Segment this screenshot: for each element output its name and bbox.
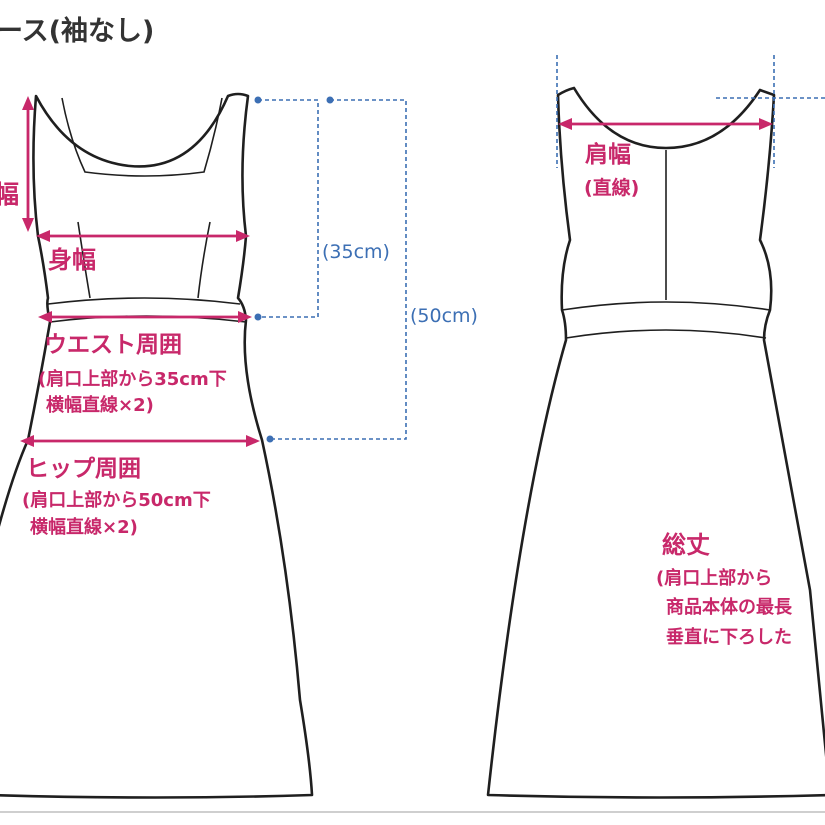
front-bodice-seam-left (77, 221, 91, 299)
back-waist-seam-bottom (565, 329, 767, 339)
front-waist-note-2: 横幅直線×2) (46, 394, 154, 416)
front-bust-label: 身幅 (48, 246, 96, 274)
back-shoulder-label: 肩幅 (585, 141, 631, 168)
back-waist-seam-top (561, 301, 771, 311)
back-shoulder-note: (直線) (584, 176, 639, 199)
front-waist-seam-top (47, 297, 241, 305)
front-shoulder-arrow (22, 96, 34, 232)
front-bodice-seam-right (197, 221, 211, 299)
front-neckline (61, 97, 223, 177)
front-hip-label: ヒップ周囲 (26, 456, 141, 482)
front-hip-arrow (20, 435, 260, 447)
dimension-50cm-bracket (266, 96, 407, 443)
front-waist-label: ウエスト周囲 (44, 332, 182, 358)
front-waist-arrow (38, 311, 252, 323)
back-length-note-2: 商品本体の最長 (666, 596, 793, 618)
back-shoulder-arrow (558, 118, 773, 130)
front-hip-note-2: 横幅直線×2) (30, 516, 138, 538)
front-shoulder-label: 幅 (0, 180, 19, 209)
back-shoulder-guides (556, 55, 825, 168)
dimension-35cm-bracket (254, 96, 319, 321)
back-length-note-3: 垂直に下ろした (666, 626, 792, 648)
back-length-note-1: (肩口上部から (656, 567, 772, 589)
dimension-50cm-label: (50cm) (410, 305, 478, 327)
back-dress-outline (486, 86, 825, 799)
front-view (0, 92, 314, 799)
front-hip-note-1: (肩口上部から50cm下 (22, 489, 211, 511)
back-length-label: 総丈 (662, 531, 710, 559)
front-bust-arrow (36, 230, 250, 242)
front-waist-note-1: (肩口上部から35cm下 (38, 368, 227, 390)
diagram-title: ース(袖なし) (0, 16, 154, 47)
back-view (486, 86, 825, 799)
dimension-35cm-label: (35cm) (322, 241, 390, 263)
front-dress-outline (0, 92, 314, 799)
